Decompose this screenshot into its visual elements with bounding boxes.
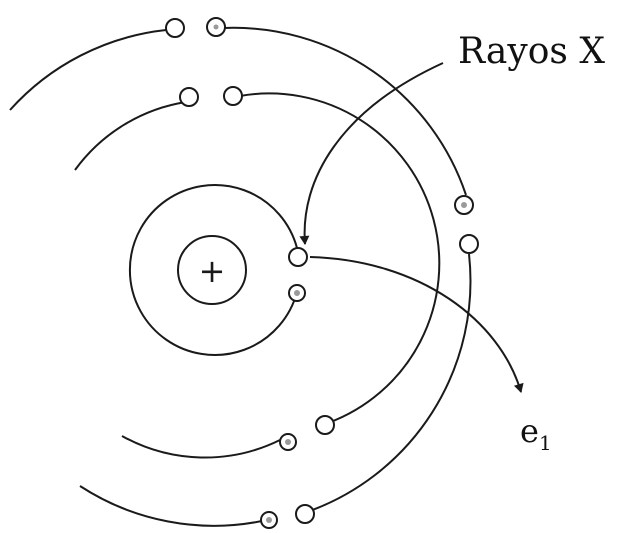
nucleus-plus-sign: + xyxy=(199,252,226,290)
electron-ejection-arrow xyxy=(310,257,521,392)
middle-shell-segment-3 xyxy=(122,436,280,458)
electron-label-letter: e xyxy=(520,412,539,450)
electron xyxy=(296,505,314,523)
electron-label: e1 xyxy=(520,415,552,453)
electron xyxy=(180,88,198,106)
electron xyxy=(316,416,334,434)
electron xyxy=(166,19,184,37)
electron-label-subscript: 1 xyxy=(539,431,552,455)
electron-ejected xyxy=(289,248,307,266)
xray-label: Rayos X xyxy=(458,34,605,70)
electron xyxy=(460,235,478,253)
outer-shell-segment-4 xyxy=(80,486,262,526)
xray-arrow xyxy=(305,63,443,244)
electron xyxy=(224,87,242,105)
outer-shell-segment-1 xyxy=(10,30,166,110)
middle-shell-segment-1 xyxy=(75,102,186,170)
outer-shell-segment-3 xyxy=(304,254,470,513)
